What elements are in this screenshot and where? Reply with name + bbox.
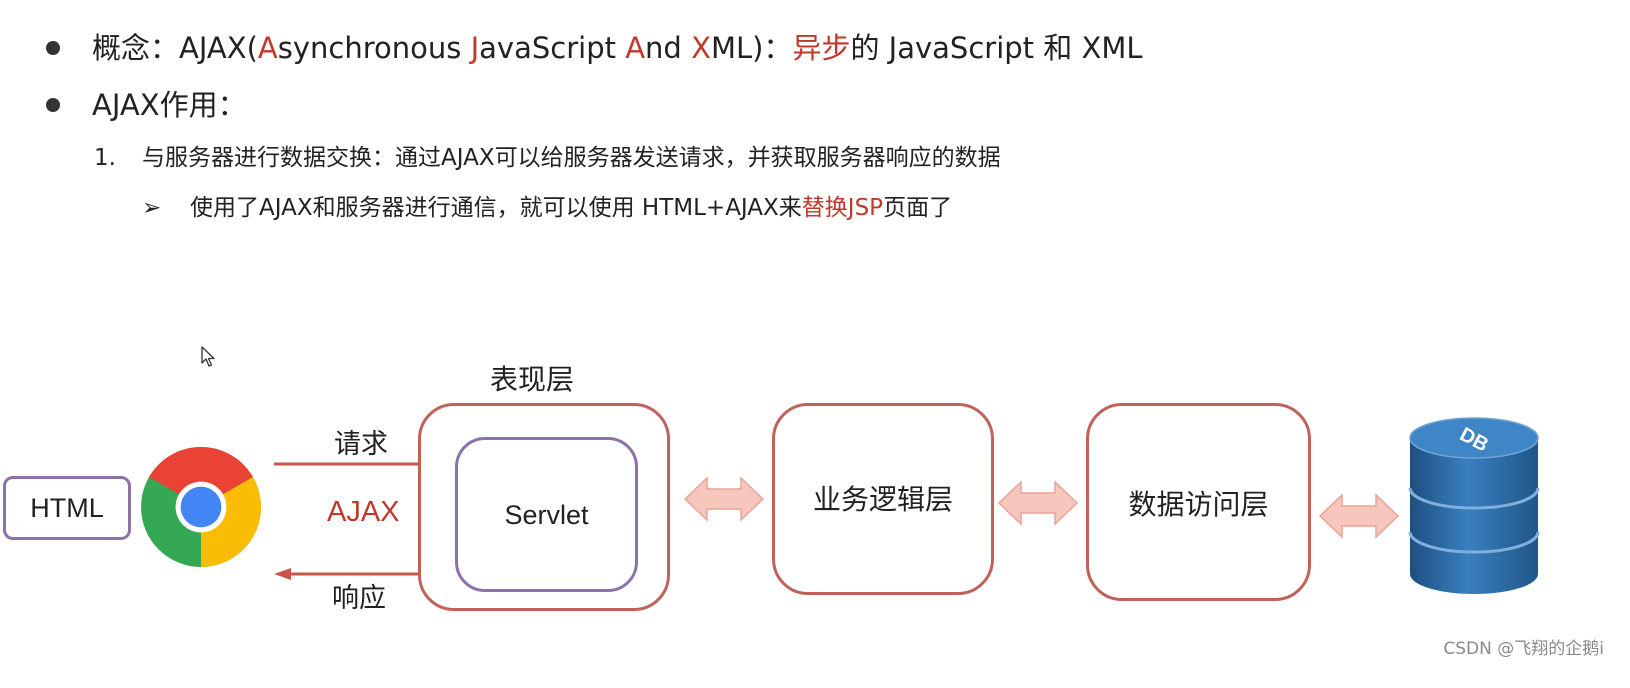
watermark: CSDN @飞翔的企鹅i <box>1443 639 1604 659</box>
double-arrow-2 <box>997 480 1079 526</box>
sub-suffix: 页面了 <box>883 195 953 221</box>
mouse-cursor-icon <box>201 346 215 367</box>
concept-line: 概念：AJAX(Asynchronous JavaScript And XML)… <box>92 30 1143 66</box>
concept-async: 异步 <box>792 31 851 65</box>
sub-line: 使用了AJAX和服务器进行通信，就可以使用 HTML+AJAX来替换JSP页面了 <box>190 193 952 223</box>
presentation-layer-label: 表现层 <box>490 363 575 396</box>
concept-letter-a2: A <box>625 31 646 65</box>
business-layer-label: 业务逻辑层 <box>812 483 953 516</box>
concept-text-ml: ML)： <box>710 31 793 65</box>
concept-prefix: 概念：AJAX( <box>92 31 258 65</box>
bullet-dot-2 <box>46 98 60 112</box>
database-icon: DB <box>1408 417 1540 594</box>
double-arrow-3 <box>1318 493 1400 539</box>
html-label: HTML <box>30 493 104 523</box>
ajax-purpose-heading: AJAX作用： <box>92 88 247 122</box>
data-access-layer-box: 数据访问层 <box>1086 403 1311 601</box>
servlet-label: Servlet <box>504 500 589 530</box>
data-access-layer-label: 数据访问层 <box>1128 488 1269 521</box>
html-box: HTML <box>3 476 131 540</box>
servlet-box: Servlet <box>455 437 638 592</box>
bullet-dot-1 <box>46 41 60 55</box>
sub-marker: ➢ <box>142 195 162 221</box>
concept-letter-a: A <box>257 31 278 65</box>
item-number-1: 1. <box>94 145 116 171</box>
chrome-browser-icon <box>141 447 261 567</box>
response-label: 响应 <box>332 583 386 614</box>
concept-text-and: nd <box>645 31 692 65</box>
item-text-1: 与服务器进行数据交换：通过AJAX可以给服务器发送请求，并获取服务器响应的数据 <box>142 145 1001 171</box>
concept-text-javascript: avaScript <box>479 31 626 65</box>
business-layer-box: 业务逻辑层 <box>772 403 994 595</box>
concept-letter-j: J <box>470 31 480 65</box>
sub-highlight: 替换JSP <box>801 195 884 221</box>
double-arrow-1 <box>683 476 765 522</box>
concept-letter-x: X <box>691 31 711 65</box>
sub-prefix: 使用了AJAX和服务器进行通信，就可以使用 HTML+AJAX来 <box>190 195 802 221</box>
concept-text-synchronous: synchronous <box>277 31 471 65</box>
concept-suffix: 的 JavaScript 和 XML <box>850 31 1143 65</box>
request-label: 请求 <box>334 429 388 460</box>
ajax-label: AJAX <box>327 496 400 528</box>
